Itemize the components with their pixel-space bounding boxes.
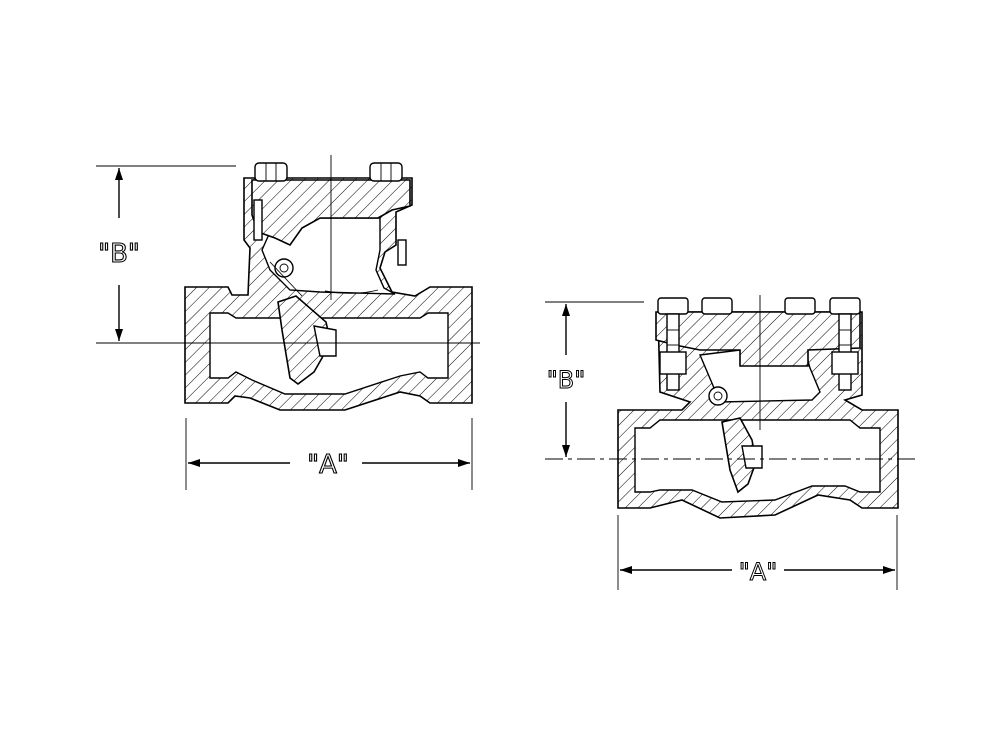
hinge-pin (274, 258, 294, 278)
right-nut-right (831, 351, 859, 375)
right-bolt-head-4 (829, 297, 861, 315)
bolt-head-right (369, 162, 403, 182)
stud-left (253, 199, 263, 241)
bolt-head-left (254, 162, 288, 182)
stud-right (397, 239, 407, 266)
right-swing-disc (721, 417, 757, 494)
left-a-label: "A" (307, 450, 349, 480)
left-valve-view: "B" "A" (96, 155, 480, 490)
right-nut-left (659, 351, 687, 375)
right-bolt-head-1 (657, 297, 689, 315)
right-a-label: "A" (739, 558, 778, 586)
swing-disc (277, 295, 331, 385)
right-hinge-pin (708, 386, 728, 406)
right-bolt-head-3 (784, 297, 816, 315)
right-bolt-head-2 (701, 297, 733, 315)
right-b-label: "B" (547, 366, 586, 394)
right-valve-view: "B" "A" (545, 295, 915, 590)
left-valve-body (184, 162, 473, 411)
right-valve-body (617, 297, 899, 519)
left-b-label: "B" (98, 239, 140, 269)
